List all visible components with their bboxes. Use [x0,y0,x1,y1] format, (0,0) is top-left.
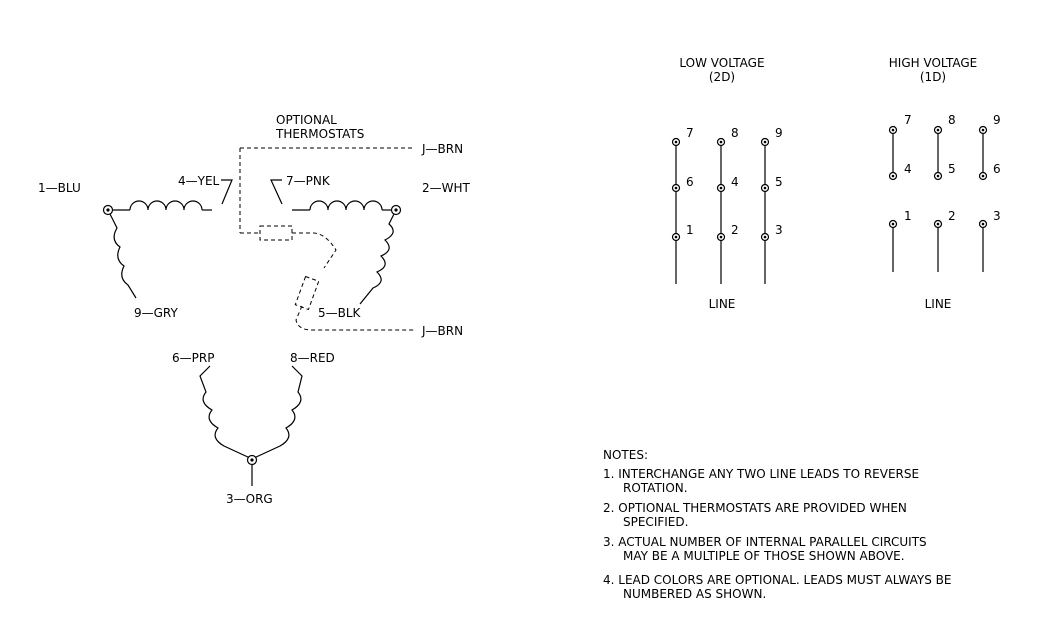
notes: NOTES: 1. INTERCHANGE ANY TWO LINE LEADS… [603,448,951,601]
note-1-cont: ROTATION. [623,481,688,495]
lv-terminal-label: 9 [775,126,783,140]
hv-terminal-label: 9 [993,113,1001,127]
thermostat-label-line1: OPTIONAL [276,113,337,127]
lead-label-2-wht: 2—WHT [422,181,471,195]
note-2-cont: SPECIFIED. [623,515,688,529]
hv-terminal-label: 4 [904,162,912,176]
lead-label-6-prp: 6—PRP [172,351,214,365]
lv-terminal-label: 7 [686,126,694,140]
lead-label-1-blu: 1—BLU [38,181,81,195]
low-voltage-connection: LOW VOLTAGE (2D) 7 8 9 6 4 5 1 2 3 LINE [671,56,783,311]
hv-terminal-label: 1 [904,209,912,223]
low-voltage-subtitle: (2D) [709,70,735,84]
note-2: 2. OPTIONAL THERMOSTATS ARE PROVIDED WHE… [603,501,907,515]
lv-terminal-label: 4 [731,175,739,189]
hv-terminal-markers [888,125,988,229]
coil-1-9 [107,209,137,299]
thermostat-lead-top: J—BRN [421,142,463,156]
thermostat-label-line2: THERMOSTATS [275,127,364,141]
lead-label-8-red: 8—RED [290,351,335,365]
note-1: 1. INTERCHANGE ANY TWO LINE LEADS TO REV… [603,467,919,481]
lead-label-5-blk: 5—BLK [318,306,362,320]
hv-terminal-label: 7 [904,113,912,127]
lead-label-7-pnk: 7—PNK [286,174,331,188]
low-voltage-line-label: LINE [709,297,736,311]
notes-heading: NOTES: [603,448,648,462]
lv-terminal-label: 5 [775,175,783,189]
lv-terminal-label: 6 [686,175,694,189]
terminal-2 [390,204,402,216]
high-voltage-line-label: LINE [925,297,952,311]
terminal-1 [102,204,114,216]
coil-1-4 [108,200,212,211]
coil-2-5 [359,209,397,305]
lead-label-4-yel: 4—YEL [178,174,220,188]
lead-label-3-org: 3—ORG [226,492,273,506]
high-voltage-subtitle: (1D) [920,70,946,84]
lead-label-9-gry: 9—GRY [134,306,179,320]
note-4: 4. LEAD COLORS ARE OPTIONAL. LEADS MUST … [603,573,951,587]
terminal-3 [246,454,258,466]
lv-terminal-markers [671,137,770,242]
hv-terminal-label: 8 [948,113,956,127]
lv-terminal-label: 3 [775,223,783,237]
lv-terminal-label: 2 [731,223,739,237]
hv-terminal-label: 3 [993,209,1001,223]
hv-terminal-label: 2 [948,209,956,223]
lv-terminal-label: 8 [731,126,739,140]
delta-winding-diagram: 1—BLU 2—WHT 3—ORG 4—YEL 5—BLK 6—PRP 7—PN… [38,113,471,506]
coil-7-2 [292,200,396,211]
coil-8-3 [253,365,303,459]
note-3-cont: MAY BE A MULTIPLE OF THOSE SHOWN ABOVE. [623,549,905,563]
thermostat-circuit [239,147,415,331]
hv-terminal-label: 6 [993,162,1001,176]
thermostat-lead-bottom: J—BRN [421,324,463,338]
high-voltage-connection: HIGH VOLTAGE (1D) 7 8 9 4 5 6 1 2 3 LINE [889,56,1001,311]
hv-terminal-label: 5 [948,162,956,176]
low-voltage-title: LOW VOLTAGE [679,56,764,70]
note-3: 3. ACTUAL NUMBER OF INTERNAL PARALLEL CI… [603,535,927,549]
note-4-cont: NUMBERED AS SHOWN. [623,587,766,601]
lv-terminal-label: 1 [686,223,694,237]
coil-6-3 [199,365,251,459]
high-voltage-title: HIGH VOLTAGE [889,56,977,70]
